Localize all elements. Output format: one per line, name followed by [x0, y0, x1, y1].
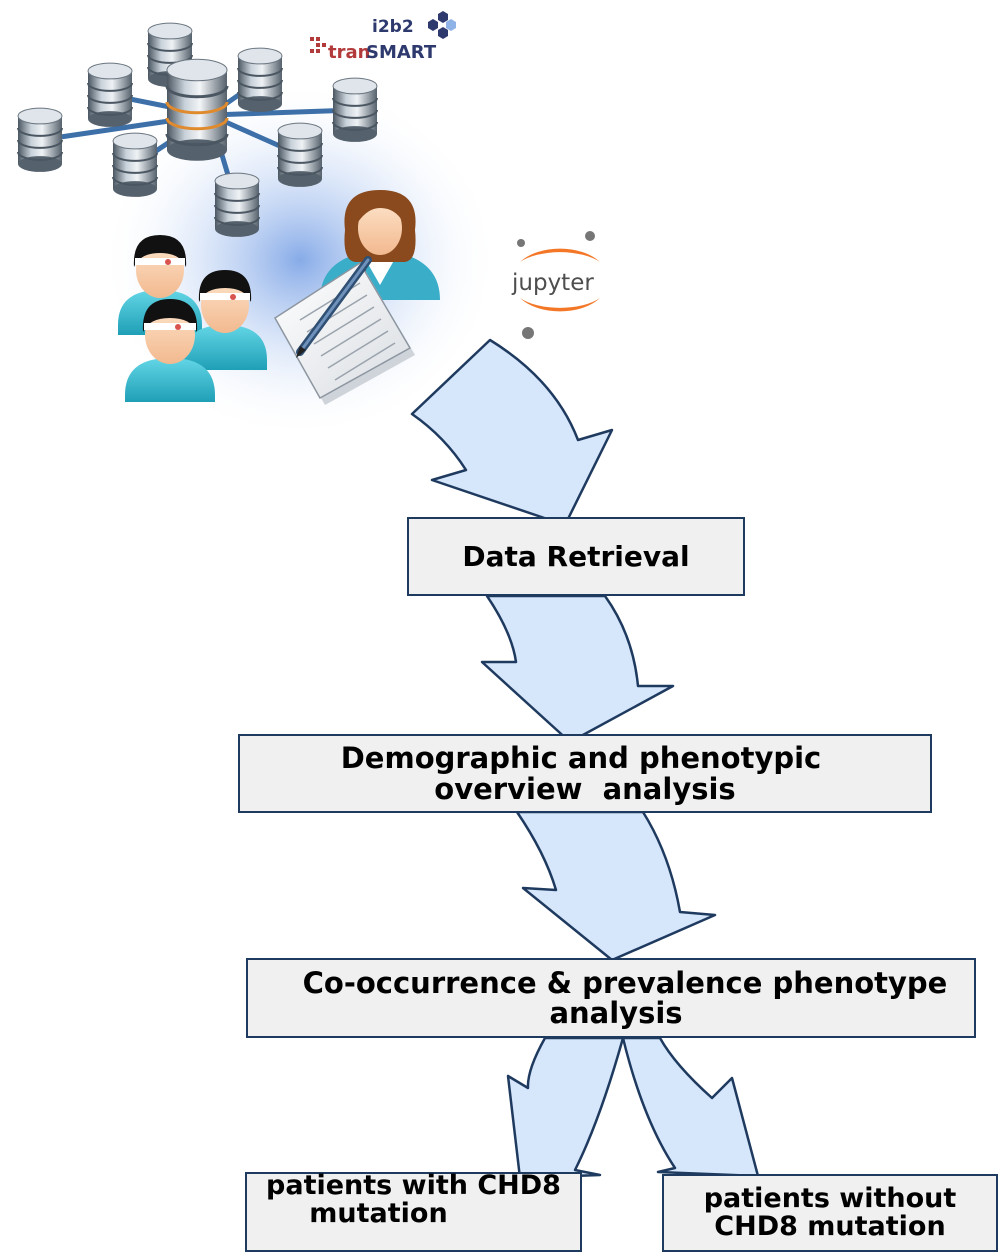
database-network-icon [17, 22, 378, 237]
arrow-to-with-chd8 [506, 1036, 625, 1180]
step-demographic-analysis: Demographic and phenotypic overview anal… [238, 734, 932, 813]
outcome-without-chd8-line2: CHD8 mutation [714, 1211, 946, 1242]
arrow-to-without-chd8 [621, 1036, 760, 1178]
step-data-retrieval: Data Retrieval [407, 517, 745, 596]
outcome-with-chd8-line2: mutation [309, 1198, 448, 1230]
step-cooccurrence-line1: Co-occurrence & prevalence phenotype [302, 965, 948, 1000]
database-icon [277, 122, 323, 187]
transmart-suffix: SMART [366, 42, 437, 63]
outcome-with-chd8: patients with CHD8 mutation [245, 1170, 582, 1252]
outcome-without-chd8-line1: patients without [703, 1182, 957, 1214]
i2b2-text: i2b2 [372, 17, 414, 37]
jupyter-logo: jupyter [511, 231, 600, 339]
step-cooccurrence-analysis: Co-occurrence & prevalence phenotype ana… [246, 958, 976, 1038]
database-icon [87, 62, 133, 127]
database-icon [17, 107, 63, 172]
arrow-to-data-retrieval [410, 338, 614, 527]
database-cylinders [17, 22, 378, 237]
step-cooccurrence-line2: analysis [549, 996, 683, 1030]
database-main-icon [165, 58, 229, 161]
database-icon [112, 132, 158, 197]
jupyter-text: jupyter [511, 270, 594, 296]
outcome-with-chd8-line1: patients with CHD8 [266, 1170, 561, 1201]
arrow-to-demographic [480, 594, 675, 744]
transmart-prefix: tran [328, 42, 370, 63]
database-icon [237, 47, 283, 112]
database-icon [214, 172, 260, 237]
clipboard-pen-icon [274, 256, 415, 405]
i2b2-transmart-logo: i2b2 tran SMART [310, 11, 456, 63]
step-demographic-line2: overview analysis [434, 771, 736, 806]
arrow-to-cooccurrence [515, 810, 717, 962]
step-demographic-line1: Demographic and phenotypic [340, 741, 822, 776]
outcome-without-chd8: patients without CHD8 mutation [662, 1174, 998, 1252]
step-data-retrieval-label: Data Retrieval [462, 539, 690, 573]
patients-group-icon [118, 235, 267, 402]
database-icon [332, 77, 378, 142]
flow-arrows [410, 338, 760, 1180]
